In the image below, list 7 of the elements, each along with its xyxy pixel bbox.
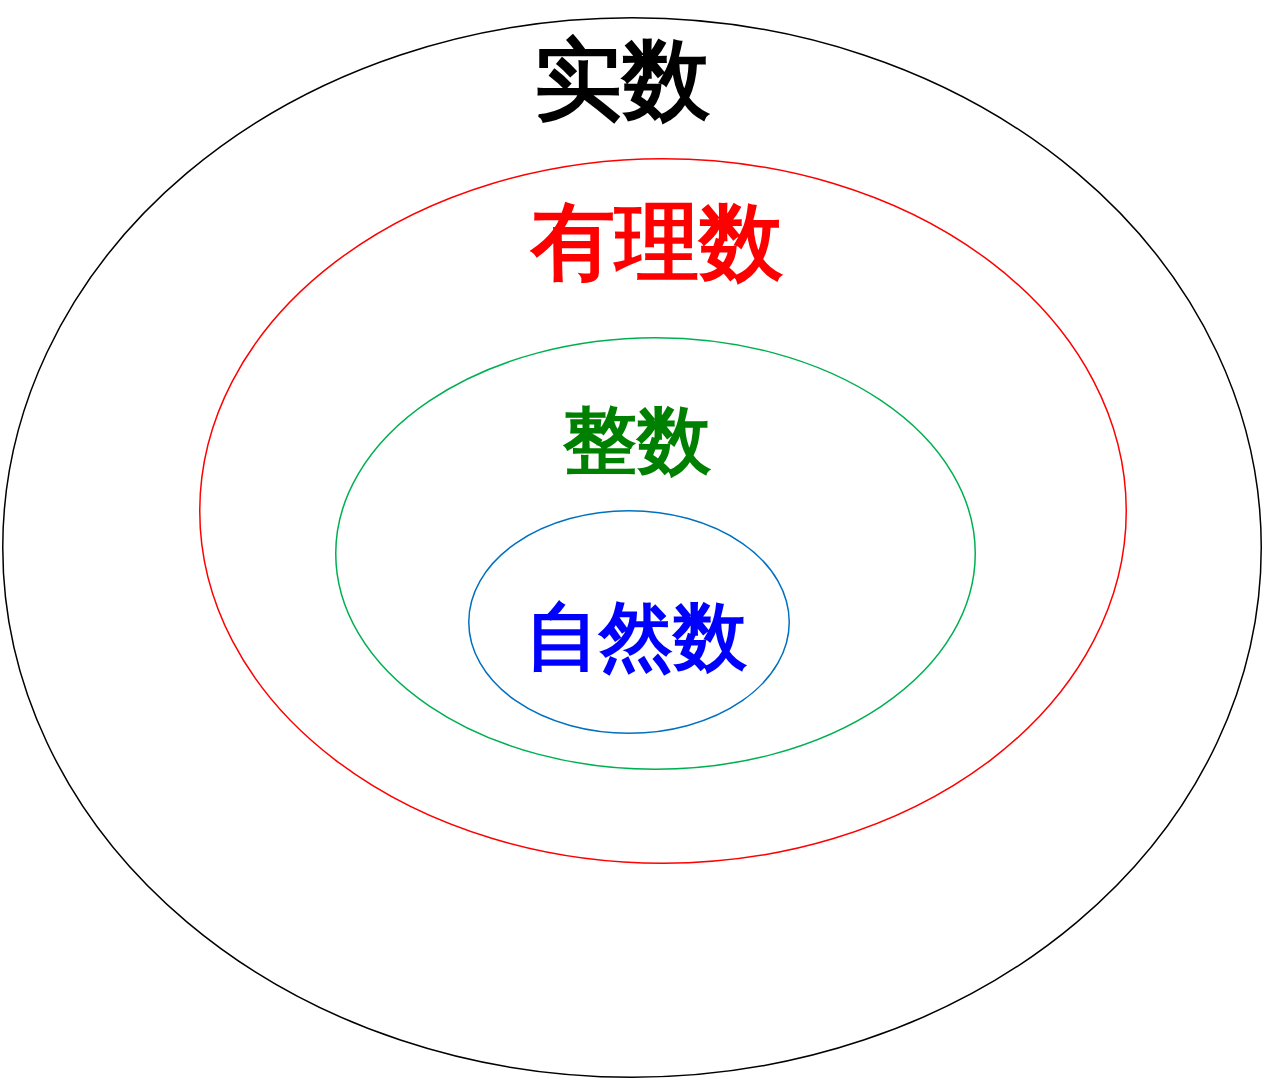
set-ellipse: [2, 17, 1262, 1078]
set-ellipse: [335, 337, 976, 770]
set-ellipse: [199, 158, 1127, 864]
set-label: 有理数: [531, 200, 783, 284]
set-label: 实数: [534, 36, 710, 124]
set-ellipse: [468, 510, 790, 734]
set-label: 整数: [563, 403, 711, 477]
